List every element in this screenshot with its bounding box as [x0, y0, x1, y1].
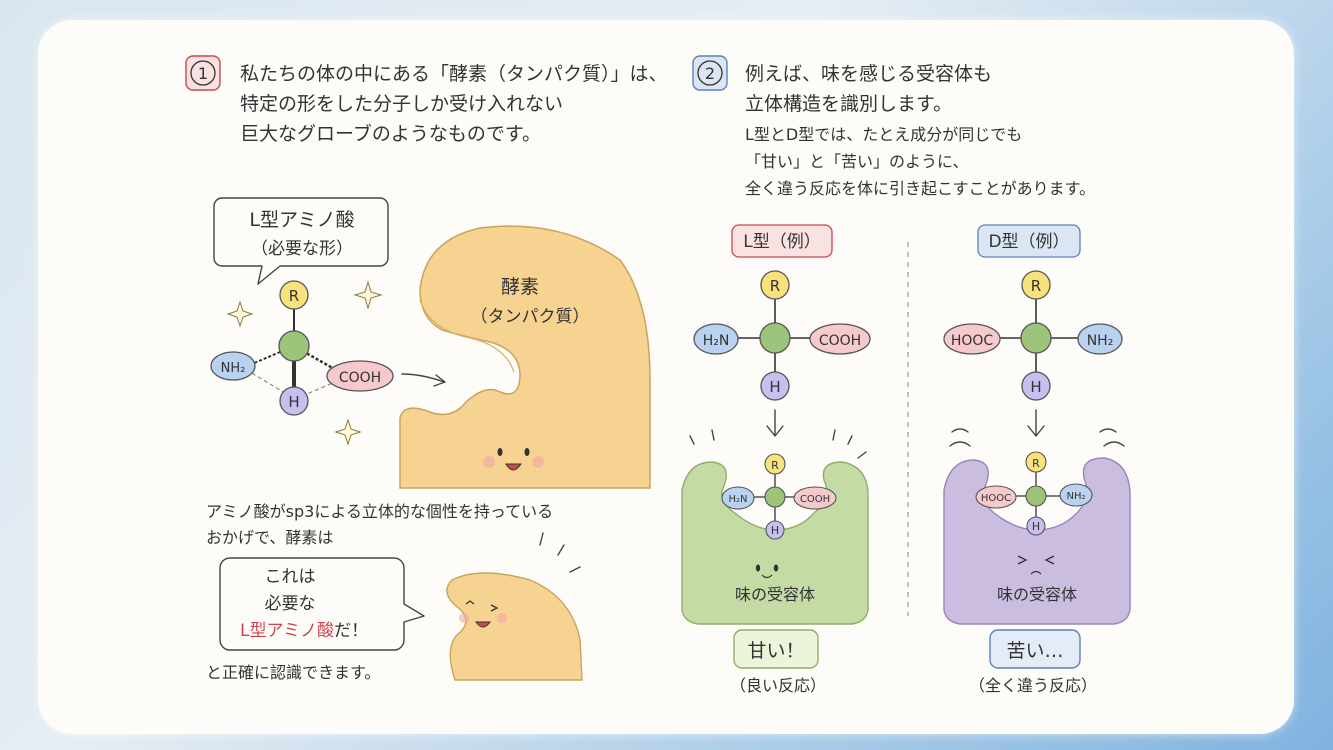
d-inner-h: H — [1032, 520, 1040, 533]
l-receptor-label: 味の受容体 — [735, 585, 815, 604]
section1-line-3: 巨大なグローブのようなものです。 — [240, 122, 541, 145]
left-atom-r: R — [289, 287, 299, 305]
section1-line-2: 特定の形をした分子しか受け入れない — [240, 93, 563, 115]
d-atom-r: R — [1031, 277, 1041, 295]
enzyme-blob: 酵素 （タンパク質） — [399, 225, 651, 489]
section1-number: 1 — [198, 64, 208, 83]
section1-line-1: 私たちの体の中にある「酵素（タンパク質）」は、 — [240, 63, 668, 85]
section2-line-2: 立体構造を識別します。 — [745, 93, 952, 115]
l-atom-right: COOH — [819, 333, 861, 349]
recognition-line-3: L型アミノ酸だ！ — [240, 621, 368, 641]
section2-number-circle — [697, 60, 723, 86]
d-tag-label: D型（例） — [988, 232, 1069, 252]
d-receptor — [943, 457, 1131, 625]
enzyme-face-icon — [483, 448, 544, 471]
l-taste-badge — [733, 629, 819, 669]
d-taste-label: 苦い… — [1006, 640, 1063, 662]
left-atom-cooh: COOH — [339, 370, 381, 386]
l-reaction-label: （良い反応） — [730, 676, 826, 695]
section1-number-circle — [190, 60, 216, 86]
d-vibration-icon — [949, 428, 1125, 447]
d-tag — [977, 224, 1081, 258]
d-receptor-face-icon — [1017, 555, 1055, 575]
l-inner-h: H — [771, 524, 779, 537]
closing-text: と正確に認識できます。 — [206, 663, 380, 682]
recognition-suffix: だ！ — [334, 621, 368, 641]
d-down-arrow-icon — [1027, 409, 1045, 437]
d-inner-r: R — [1032, 457, 1040, 470]
left-atom-nh2: NH₂ — [221, 361, 246, 376]
l-receptor-face-icon — [755, 564, 779, 579]
arrow-head-icon — [433, 374, 446, 387]
l-tag — [731, 224, 833, 258]
section1-header: 1 私たちの体の中にある「酵素（タンパク質）」は、 特定の形をした分子しか受け入… — [185, 55, 668, 145]
l-inner-right: COOH — [800, 494, 830, 505]
d-receptor-label: 味の受容体 — [997, 585, 1077, 604]
l-inner-r: R — [771, 459, 779, 472]
section2-number: 2 — [705, 64, 715, 83]
recognition-bubble: これは 必要な L型アミノ酸だ！ — [219, 557, 425, 651]
arrow-right-icon — [401, 373, 445, 383]
recognition-highlight: L型アミノ酸 — [240, 621, 334, 641]
l-amino-bubble-title: L型アミノ酸 — [249, 209, 354, 231]
d-reaction-label: （全く違う反応） — [969, 676, 1097, 695]
section2-subline-1: L型とD型では、たとえ成分が同じでも — [745, 125, 1022, 144]
l-amino-bubble-subtitle: （必要な形） — [251, 239, 353, 259]
l-atom-h: H — [769, 378, 780, 396]
l-atom-left: H₂N — [703, 333, 730, 349]
d-atom-h: H — [1030, 378, 1041, 396]
enzyme-label: 酵素 — [501, 276, 539, 298]
d-atom-left: HOOC — [951, 333, 994, 349]
l-down-arrow-icon — [766, 409, 784, 437]
l-receptor — [681, 461, 869, 625]
amino-text-line-2: おかげで、酵素は — [206, 528, 333, 547]
d-taste-badge — [989, 629, 1081, 669]
section2-line-1: 例えば、味を感じる受容体も — [745, 63, 992, 85]
recognition-line-2: 必要な — [265, 594, 316, 614]
sparkle-icon — [226, 280, 383, 446]
l-taste-label: 甘い！ — [747, 640, 804, 662]
enzyme-sublabel: （タンパク質） — [471, 307, 590, 327]
l-tag-label: L型（例） — [743, 232, 820, 252]
left-atom-h: H — [288, 393, 299, 411]
d-atom-right: NH₂ — [1087, 333, 1114, 349]
l-atom-r: R — [770, 277, 780, 295]
d-inner-right: NH₂ — [1066, 491, 1085, 502]
section2-subline-3: 全く違う反応を体に引き起こすことがあります。 — [745, 179, 1095, 198]
l-amino-bubble: L型アミノ酸 （必要な形） — [213, 197, 389, 285]
amino-text-line-1: アミノ酸がsp3による立体的な個性を持っている — [206, 502, 553, 521]
section2-header: 2 例えば、味を感じる受容体も 立体構造を識別します。 L型とD型では、たとえ成… — [692, 55, 1095, 198]
d-inner-left: HOOC — [981, 493, 1011, 504]
section2-subline-2: 「甘い」と「苦い」のように、 — [745, 152, 969, 171]
l-vibration-icon — [689, 429, 867, 459]
l-inner-left: H₂N — [728, 494, 747, 505]
small-enzyme-blob — [446, 532, 583, 681]
left-molecule: R NH₂ COOH H — [210, 280, 394, 416]
recognition-line-1: これは — [265, 567, 316, 587]
d-column: D型（例） R HOOC NH₂ H R HOOC NH₂ H — [943, 224, 1131, 695]
l-column: L型（例） R H₂N COOH H R H₂N COOH H — [681, 224, 871, 695]
